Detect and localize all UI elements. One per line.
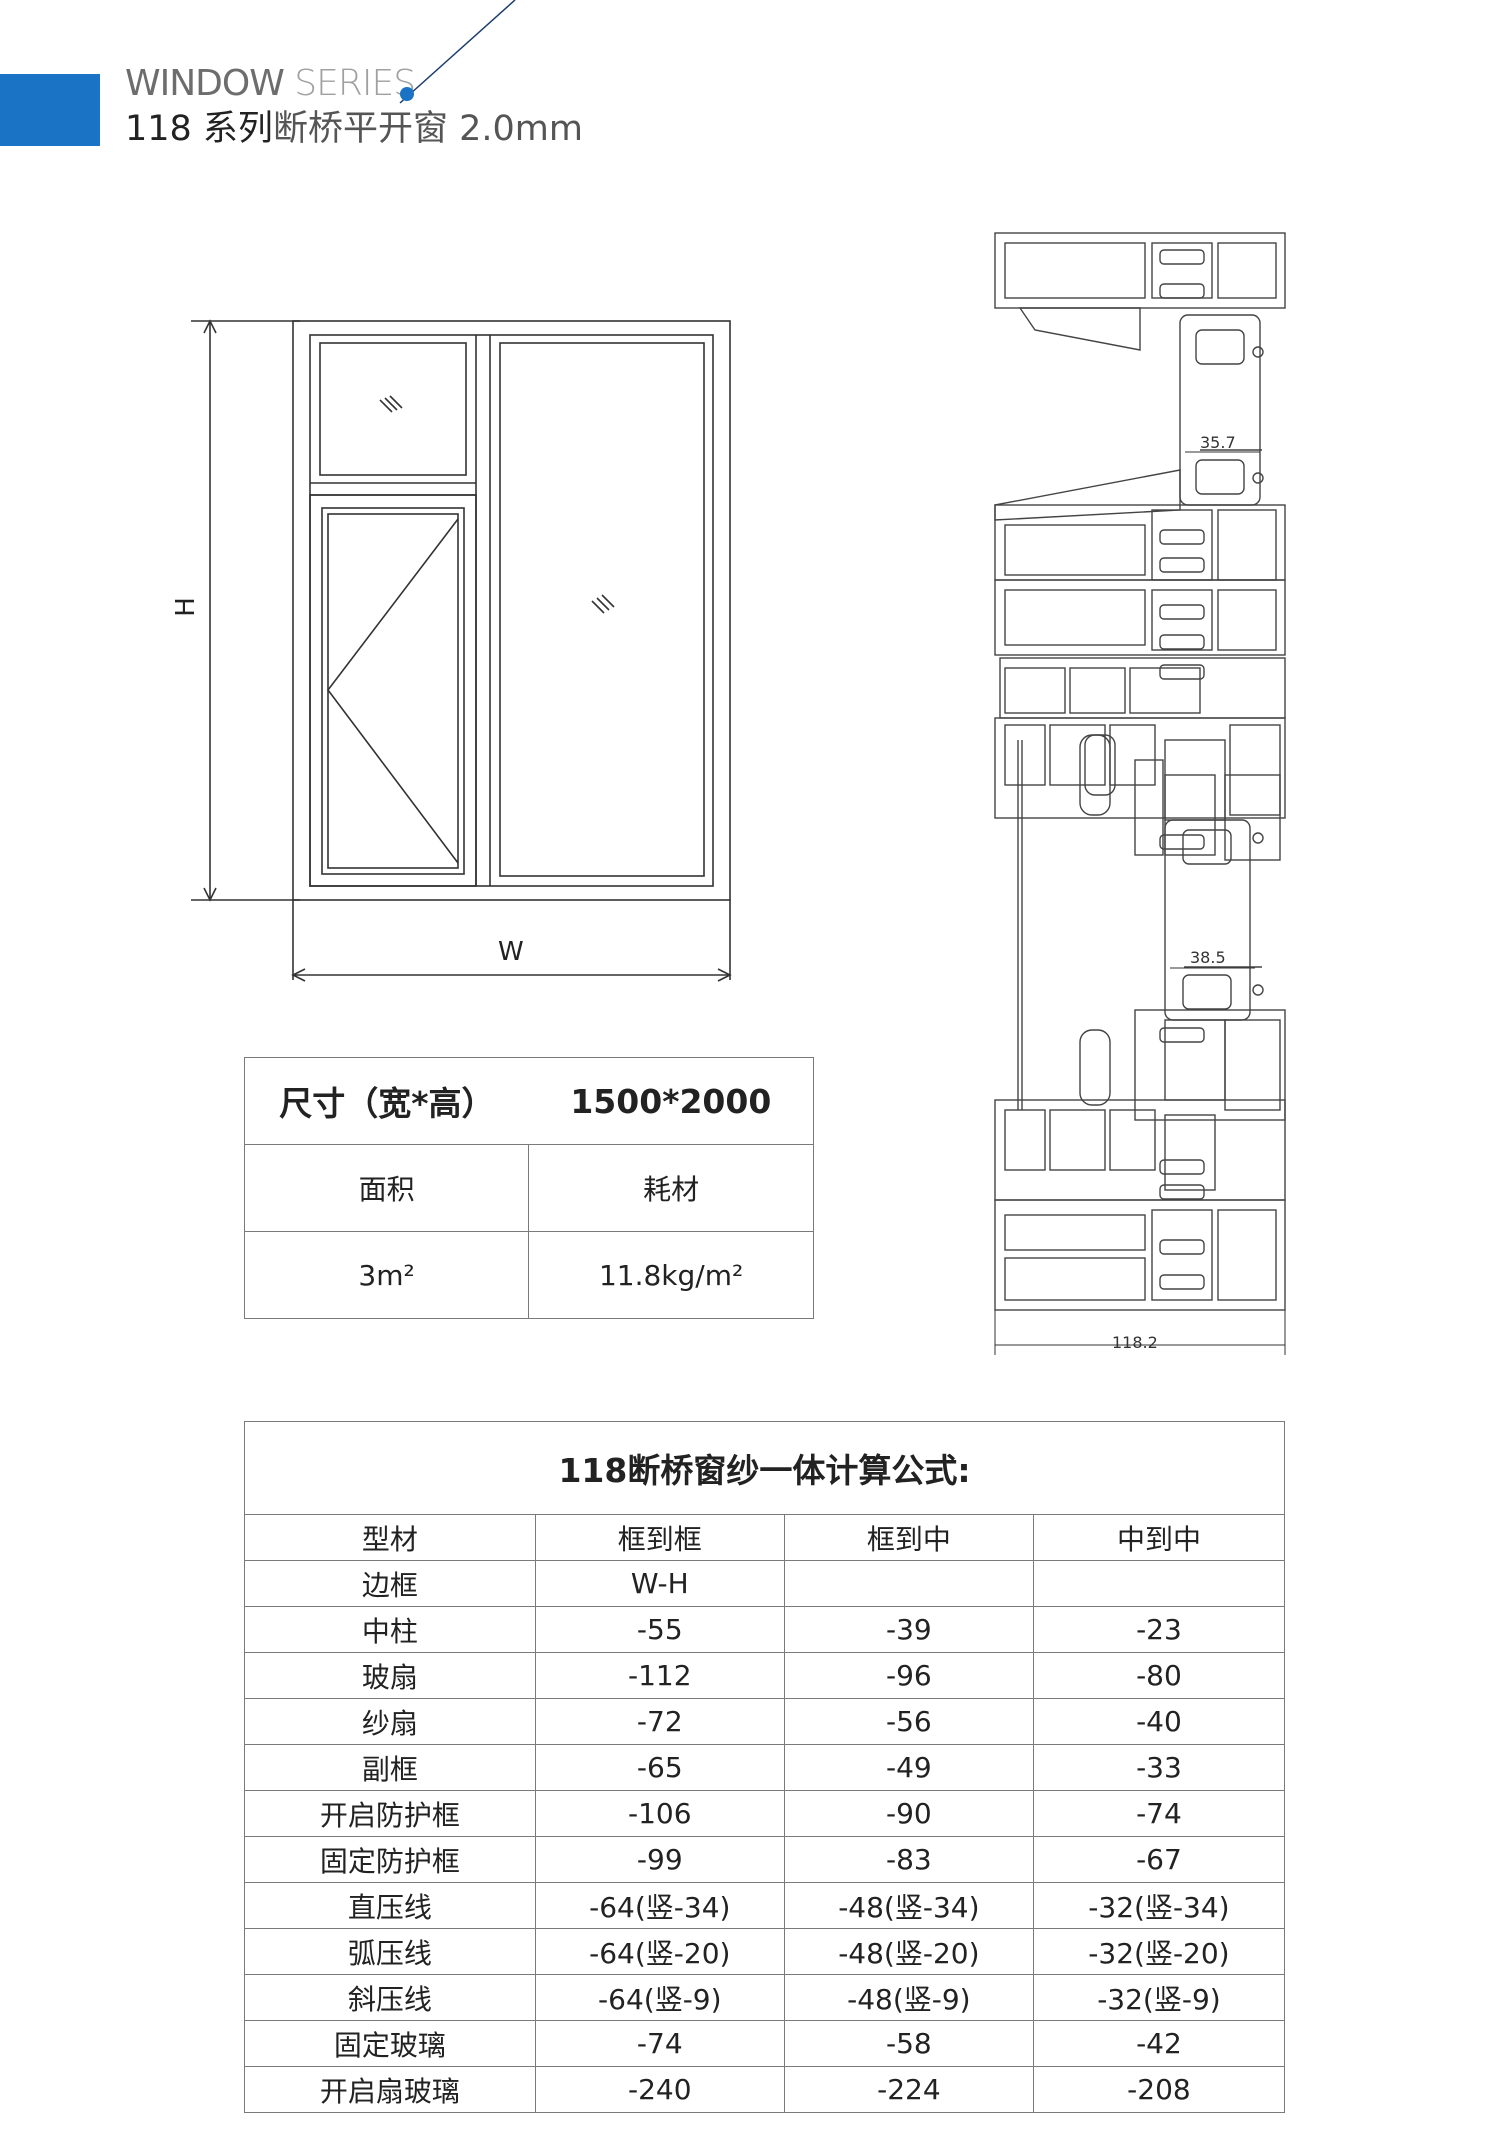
header-dot: [400, 87, 414, 101]
table-row: 固定防护框-99-83-67: [244, 1836, 1286, 1883]
row-label: 开启防护框: [244, 1790, 536, 1837]
table-cell: -74: [1032, 1790, 1286, 1837]
table-row: 纱扇-72-56-40: [244, 1698, 1286, 1745]
table-row: 弧压线-64(竖-20)-48(竖-20)-32(竖-20): [244, 1928, 1286, 1975]
material-label: 耗材: [528, 1144, 814, 1232]
table-cell: -42: [1032, 2020, 1286, 2067]
header-cell: 型材: [244, 1514, 536, 1561]
table-cell: [783, 1560, 1034, 1607]
area-label: 面积: [243, 1144, 530, 1232]
lower-glass-sash: [1164, 819, 1251, 1021]
table-cell: -65: [534, 1744, 785, 1791]
size-table: 尺寸（宽*高） 1500*2000 面积 耗材 3m² 11.8kg/m²: [243, 1057, 814, 1319]
title-product-name: 断桥平开窗: [272, 109, 448, 149]
table-row: 玻扇-112-96-80: [244, 1652, 1286, 1699]
title-thickness: 2.0mm: [459, 109, 583, 149]
area-value: 3m²: [243, 1231, 530, 1319]
row-label: 固定防护框: [244, 1836, 536, 1883]
table-cell: -90: [783, 1790, 1034, 1837]
table-row: 副框-65-49-33: [244, 1744, 1286, 1791]
table-cell: -83: [783, 1836, 1034, 1883]
row-label: 弧压线: [244, 1928, 536, 1975]
table-cell: -48(竖-9): [783, 1974, 1034, 2021]
window-elevation-drawing: [191, 319, 732, 982]
row-label: 玻扇: [244, 1652, 536, 1699]
table-cell: -32(竖-20): [1032, 1928, 1286, 1975]
table-cell: -67: [1032, 1836, 1286, 1883]
title-series-number: 118 系列: [125, 109, 273, 149]
table-cell: -55: [534, 1606, 785, 1653]
series-word-series: SERIES: [294, 63, 416, 104]
table-cell: -106: [534, 1790, 785, 1837]
row-label: 副框: [244, 1744, 536, 1791]
table-row: 直压线-64(竖-34)-48(竖-34)-32(竖-34): [244, 1882, 1286, 1929]
table-cell: -240: [534, 2066, 785, 2113]
table-cell: -32(竖-34): [1032, 1882, 1286, 1929]
header-cell: 框到中: [783, 1514, 1034, 1561]
table-cell: -80: [1032, 1652, 1286, 1699]
row-label: 边框: [244, 1560, 536, 1607]
frame-top-block: [994, 232, 1286, 309]
profile-section-drawing: [994, 232, 1286, 1355]
table-cell: -49: [783, 1744, 1034, 1791]
brand-color-bar: [0, 74, 100, 146]
formula-caption: 118断桥窗纱一体计算公式:: [244, 1421, 1285, 1515]
dimension-118-2: 118.2: [1112, 1333, 1158, 1352]
table-cell: -74: [534, 2020, 785, 2067]
row-label: 纱扇: [244, 1698, 536, 1745]
table-row: 开启防护框-106-90-74: [244, 1790, 1286, 1837]
dimension-38-5: 38.5: [1190, 948, 1226, 967]
table-cell: -23: [1032, 1606, 1286, 1653]
table-cell: -96: [783, 1652, 1034, 1699]
table-cell: -64(竖-9): [534, 1974, 785, 2021]
header-cell: 中到中: [1032, 1514, 1286, 1561]
table-cell: -39: [783, 1606, 1034, 1653]
width-dimension-label: W: [498, 937, 524, 967]
upper-glass-sash: [1179, 314, 1261, 506]
header-decor-line: [399, 0, 516, 104]
series-label: WINDOW SERIES: [125, 63, 416, 104]
table-cell: -48(竖-34): [783, 1882, 1034, 1929]
page-title: 118 系列断桥平开窗 2.0mm: [125, 112, 583, 147]
table-cell: -99: [534, 1836, 785, 1883]
table-cell: W-H: [534, 1560, 785, 1607]
row-label: 固定玻璃: [244, 2020, 536, 2067]
table-cell: -32(竖-9): [1032, 1974, 1286, 2021]
row-label: 直压线: [244, 1882, 536, 1929]
table-cell: -64(竖-34): [534, 1882, 785, 1929]
row-label: 中柱: [244, 1606, 536, 1653]
table-row: 斜压线-64(竖-9)-48(竖-9)-32(竖-9): [244, 1974, 1286, 2021]
table-cell: -48(竖-20): [783, 1928, 1034, 1975]
material-value: 11.8kg/m²: [528, 1231, 814, 1319]
table-cell: -64(竖-20): [534, 1928, 785, 1975]
dimension-35-7: 35.7: [1200, 433, 1236, 452]
table-cell: -40: [1032, 1698, 1286, 1745]
table-cell: -33: [1032, 1744, 1286, 1791]
series-word-window: WINDOW: [125, 63, 285, 104]
row-label: 开启扇玻璃: [244, 2066, 536, 2113]
size-label: 尺寸（宽*高）: [243, 1057, 529, 1145]
table-cell: -58: [783, 2020, 1034, 2067]
table-cell: -72: [534, 1698, 785, 1745]
table-cell: -224: [783, 2066, 1034, 2113]
size-value: 1500*2000: [528, 1057, 814, 1145]
table-row: 中柱-55-39-23: [244, 1606, 1286, 1653]
table-row: 开启扇玻璃-240-224-208: [244, 2066, 1286, 2113]
table-row: 固定玻璃-74-58-42: [244, 2020, 1286, 2067]
header-cell: 框到框: [534, 1514, 785, 1561]
frame-bottom-block: [994, 1199, 1286, 1311]
table-cell: -208: [1032, 2066, 1286, 2113]
table-cell: -56: [783, 1698, 1034, 1745]
row-label: 斜压线: [244, 1974, 536, 2021]
table-cell: -112: [534, 1652, 785, 1699]
table-cell: [1032, 1560, 1286, 1607]
